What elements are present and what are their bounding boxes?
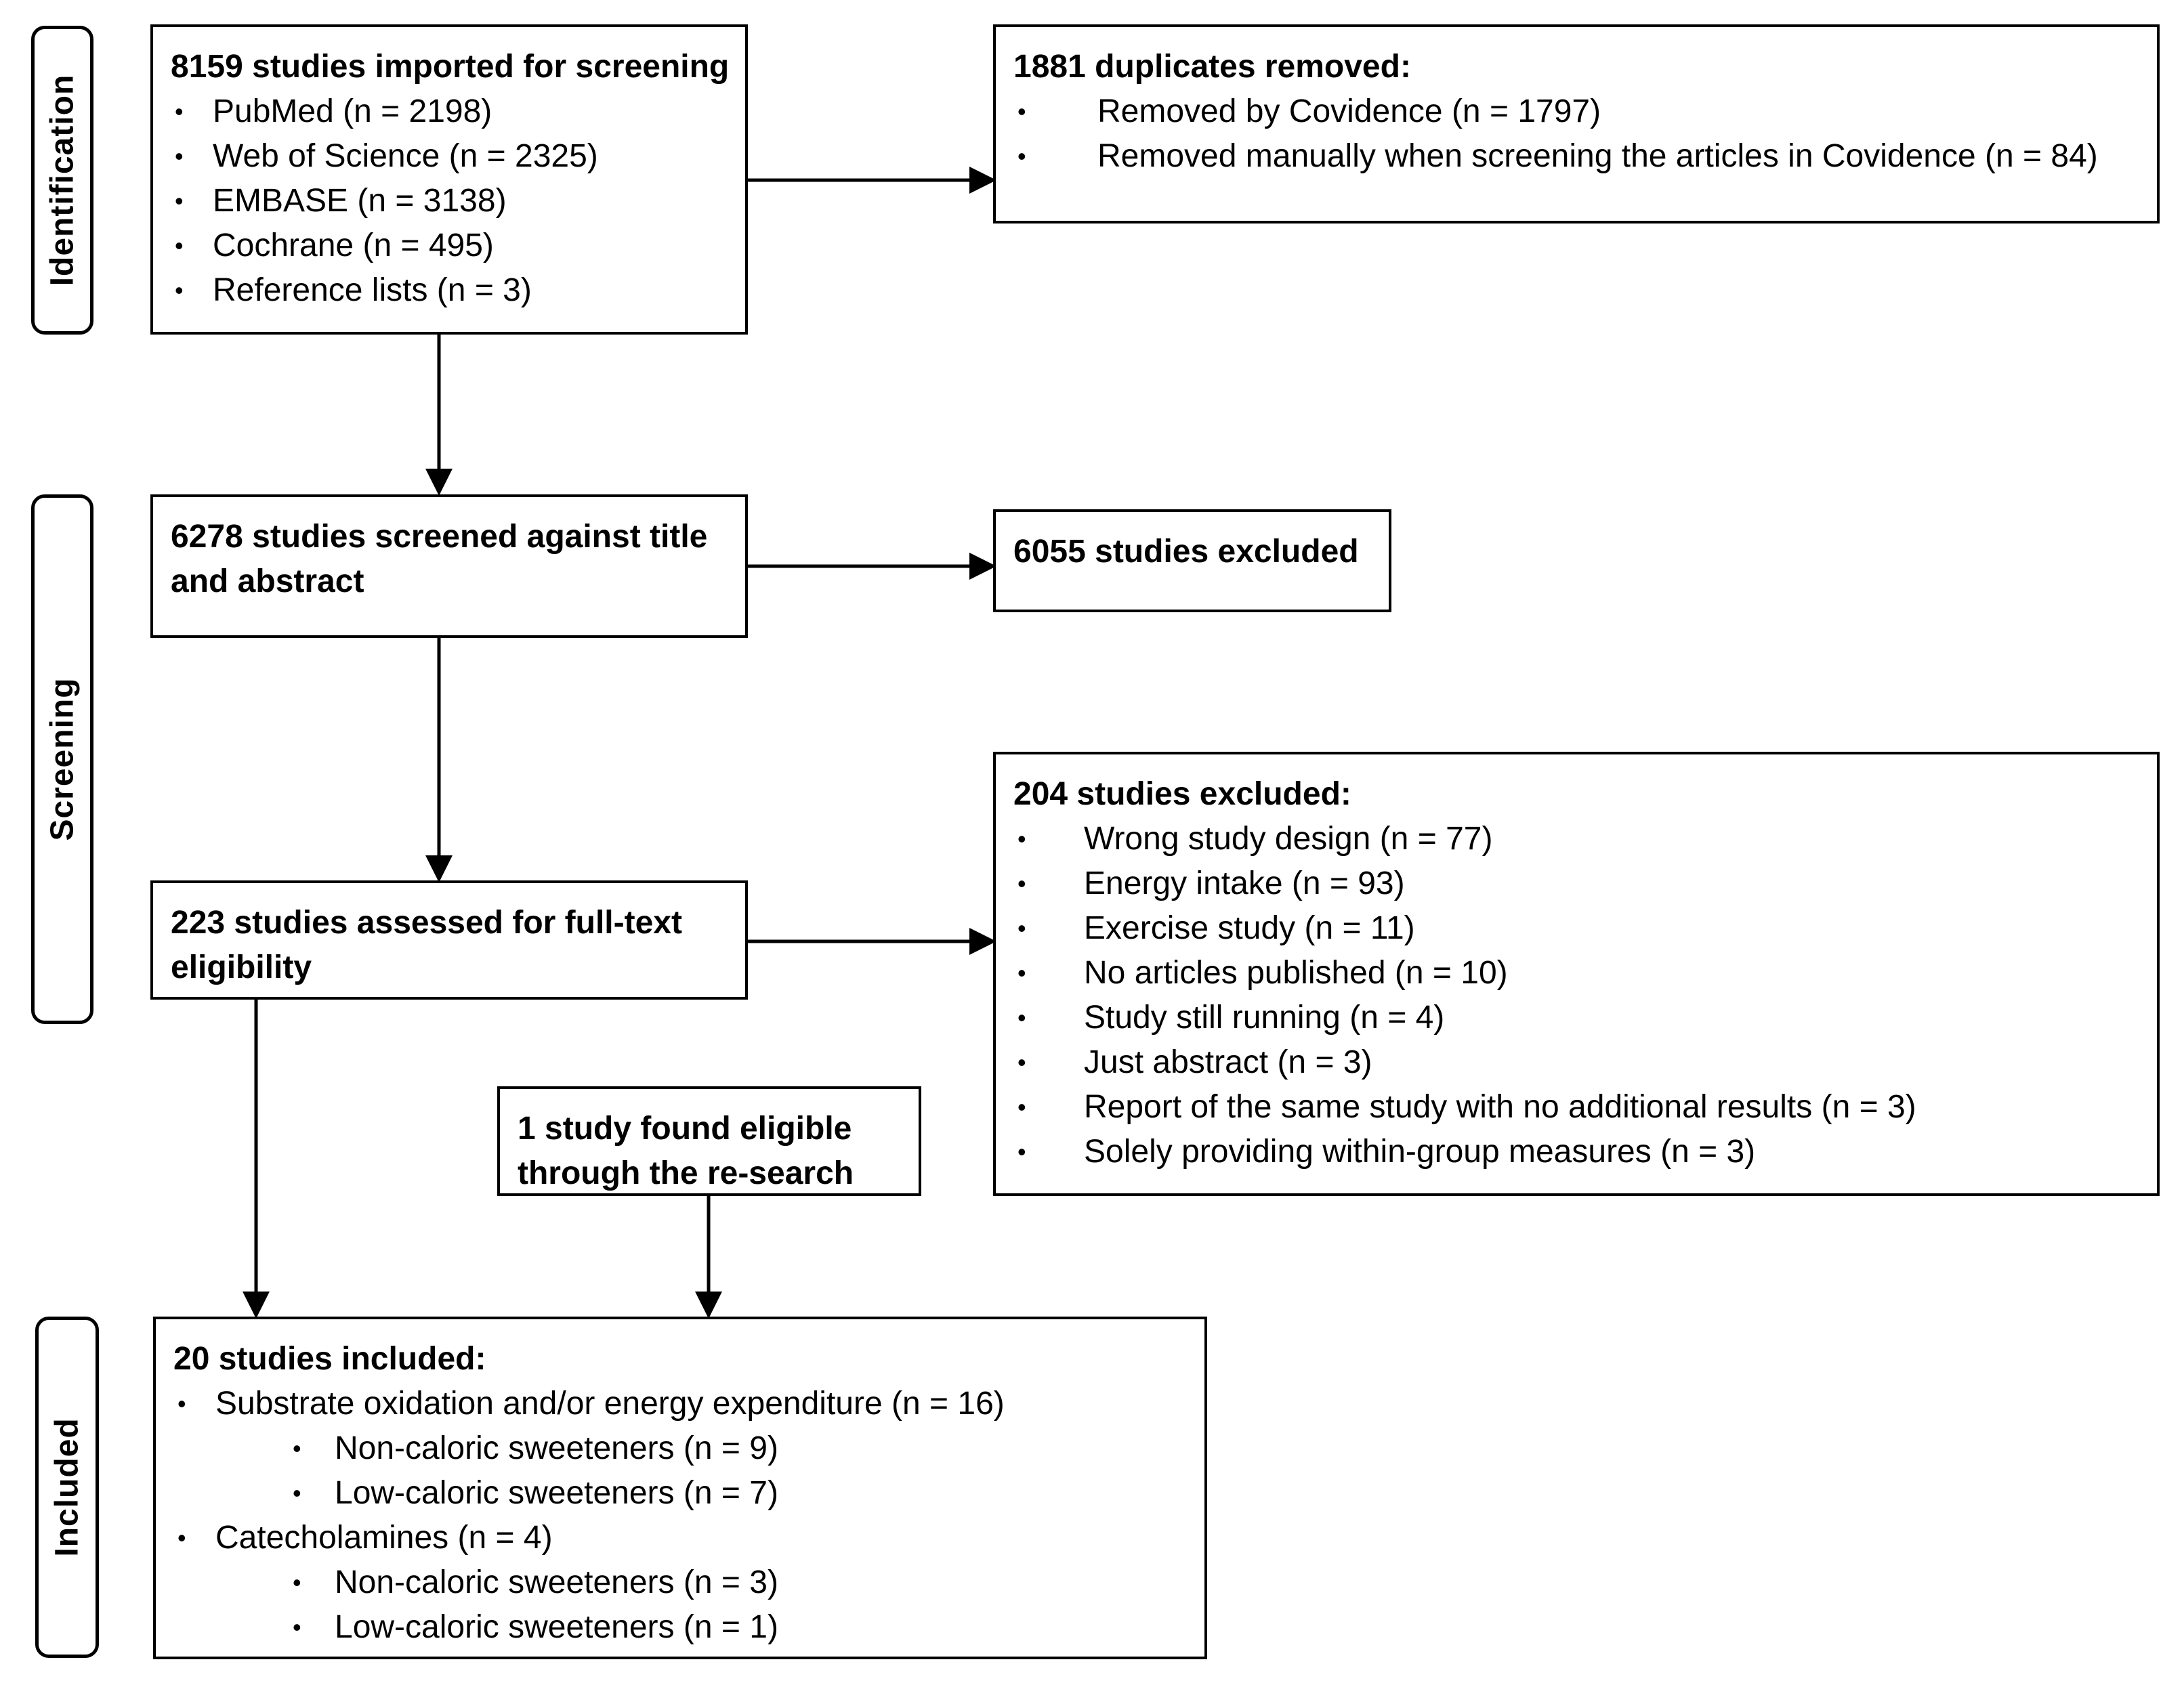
exclusion-reasons-list: Wrong study design (n = 77) Energy intak… <box>1013 817 2142 1174</box>
research-box: 1 study found eligible through the re-se… <box>497 1086 921 1196</box>
included-subgroup: Non-caloric sweeteners (n = 9) <box>173 1426 1190 1471</box>
included-group: Catecholamines (n = 4) <box>173 1516 1190 1560</box>
excluded-title-abstract-box: 6055 studies excluded <box>993 509 1391 612</box>
excluded-title-abstract-title: 6055 studies excluded <box>1013 534 1359 570</box>
exclusion-reason: Just abstract (n = 3) <box>1013 1040 2142 1085</box>
stage-screening: Screening <box>31 494 93 1024</box>
stage-identification: Identification <box>31 26 93 335</box>
stage-included: Included <box>35 1317 99 1658</box>
research-title: 1 study found eligible through the re-se… <box>518 1111 854 1191</box>
stage-included-label: Included <box>49 1417 85 1557</box>
source-item: Reference lists (n = 3) <box>171 268 730 313</box>
exclusion-reason: Report of the same study with no additio… <box>1013 1085 2142 1130</box>
excluded-fulltext-title: 204 studies excluded: <box>1013 776 1351 812</box>
included-subgroup: Low-caloric sweeteners (n = 7) <box>173 1471 1190 1516</box>
stage-identification-label: Identification <box>44 74 81 286</box>
duplicates-box: 1881 duplicates removed: Removed by Covi… <box>993 24 2160 223</box>
duplicates-title: 1881 duplicates removed: <box>1013 49 1411 85</box>
included-subgroup: Non-caloric sweeteners (n = 3) <box>173 1560 1190 1605</box>
included-subgroup: Low-caloric sweeteners (n = 1) <box>173 1605 1190 1650</box>
screened-title: 6278 studies screened against title and … <box>171 519 708 599</box>
exclusion-reason: No articles published (n = 10) <box>1013 951 2142 996</box>
source-item: Cochrane (n = 495) <box>171 223 730 268</box>
included-group-list: Catecholamines (n = 4) <box>173 1516 1190 1560</box>
source-item: Web of Science (n = 2325) <box>171 134 730 179</box>
excluded-fulltext-box: 204 studies excluded: Wrong study design… <box>993 752 2160 1196</box>
exclusion-reason: Exercise study (n = 11) <box>1013 906 2142 951</box>
duplicates-item: Removed manually when screening the arti… <box>1013 134 2142 179</box>
source-list: PubMed (n = 2198) Web of Science (n = 23… <box>171 89 730 313</box>
duplicates-item: Removed by Covidence (n = 1797) <box>1013 89 2142 134</box>
exclusion-reason: Energy intake (n = 93) <box>1013 861 2142 906</box>
screened-box: 6278 studies screened against title and … <box>150 494 748 638</box>
fulltext-title: 223 studies assessed for full-text eligi… <box>171 905 682 985</box>
stage-screening-label: Screening <box>44 677 81 841</box>
included-box: 20 studies included: Substrate oxidation… <box>153 1317 1207 1659</box>
included-group: Substrate oxidation and/or energy expend… <box>173 1382 1190 1426</box>
duplicates-list: Removed by Covidence (n = 1797) Removed … <box>1013 89 2142 179</box>
imported-box: 8159 studies imported for screening PubM… <box>150 24 748 335</box>
source-item: EMBASE (n = 3138) <box>171 179 730 223</box>
included-group-list: Substrate oxidation and/or energy expend… <box>173 1382 1190 1426</box>
fulltext-box: 223 studies assessed for full-text eligi… <box>150 880 748 1000</box>
exclusion-reason: Wrong study design (n = 77) <box>1013 817 2142 861</box>
included-title: 20 studies included: <box>173 1341 486 1377</box>
imported-title: 8159 studies imported for screening <box>171 49 730 85</box>
included-subgroup-list: Non-caloric sweeteners (n = 3) Low-calor… <box>173 1560 1190 1650</box>
exclusion-reason: Solely providing within-group measures (… <box>1013 1130 2142 1174</box>
included-subgroup-list: Non-caloric sweeteners (n = 9) Low-calor… <box>173 1426 1190 1516</box>
exclusion-reason: Study still running (n = 4) <box>1013 996 2142 1040</box>
source-item: PubMed (n = 2198) <box>171 89 730 134</box>
